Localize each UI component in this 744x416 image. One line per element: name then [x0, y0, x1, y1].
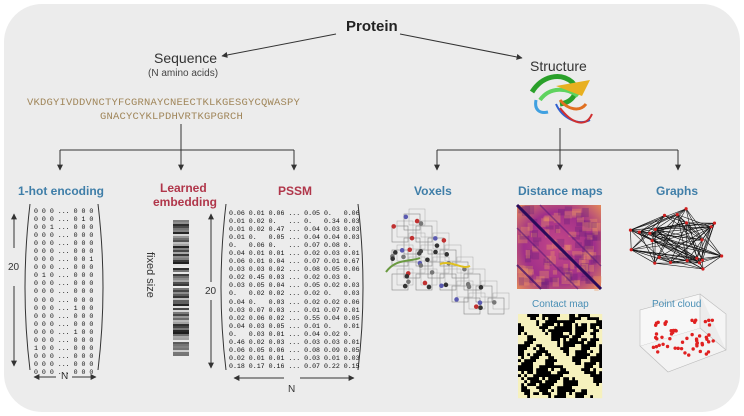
pssm-cols-dim: N — [288, 384, 296, 395]
pssm-row: 0. 0.06 0. ... 0.07 0.08 0. — [229, 242, 352, 250]
learned-label-line2: embedding — [153, 195, 218, 209]
pssm-row: 0.03 0.03 0.02 ... 0.08 0.05 0.06 — [229, 266, 360, 274]
onehot-row: 0 0 0 ... 0 0 0 — [34, 360, 94, 368]
pssm-rows-dim: 20 — [205, 286, 217, 297]
pssm-row: 0.03 0.07 0.03 ... 0.01 0.07 0.01 — [229, 306, 360, 314]
structure-label: Structure — [530, 58, 587, 74]
onehot-row: 0 0 0 ... 0 0 0 — [34, 320, 94, 328]
point-cloud-label: Point cloud — [652, 299, 702, 310]
distance-maps-label: Distance maps — [518, 184, 603, 198]
pssm-brackets — [220, 203, 364, 371]
voxel-grid-image — [385, 208, 510, 315]
onehot-label: 1-hot encoding — [18, 184, 104, 198]
pssm-row: 0.01 0.02 0. ... 0. 0.34 0.03 — [229, 218, 360, 226]
sequence-line-2: GNACYCYKLPDHVRTKGPGRCH — [100, 111, 244, 123]
pssm-row: 0.18 0.17 0.16 ... 0.07 0.22 0.15 — [229, 362, 360, 370]
onehot-row: 0 0 1 ... 0 0 0 — [34, 224, 94, 232]
fixed-size-label: fixed size — [144, 252, 156, 298]
pssm-row: 0.04 0. 0.03 ... 0.02 0.02 0.06 — [229, 298, 360, 306]
sequence-label: Sequence — [154, 50, 218, 66]
pssm-row: 0.06 0.05 0.06 ... 0.08 0.09 0.05 — [229, 346, 360, 354]
onehot-row: 0 1 0 ... 0 0 0 — [34, 272, 94, 280]
pssm-row: 0.04 0.01 0.01 ... 0.02 0.03 0.01 — [229, 250, 360, 258]
onehot-brackets — [24, 203, 104, 371]
pssm-label: PSSM — [278, 184, 313, 198]
pssm-row: 0.06 0.01 0.06 ... 0.05 0. 0.06 — [229, 210, 360, 217]
voxels-label: Voxels — [414, 184, 452, 198]
structure-tree — [434, 128, 681, 171]
onehot-row: 0 0 0 ... 0 0 0 — [34, 296, 94, 304]
sequence-sublabel: (N amino acids) — [148, 68, 219, 79]
onehot-row: 1 0 0 ... 0 0 0 — [34, 344, 94, 352]
onehot-row: 0 0 0 ... 0 0 0 — [34, 264, 94, 272]
arrow-to-structure — [399, 33, 523, 60]
point-cloud-image — [639, 293, 727, 373]
onehot-row: 0 0 0 ... 0 0 0 — [34, 208, 94, 215]
onehot-row: 0 0 0 ... 0 0 0 — [34, 232, 94, 240]
distance-map-image — [515, 203, 603, 292]
sequence-line-1: VKDGYIVDDVNCTYFCGRNAYCNEECTKLKGESGYCQWAS… — [27, 97, 301, 109]
pssm-dim-arrows — [208, 213, 355, 381]
pssm-row: 0.02 0.06 0.02 ... 0.55 0.04 0.05 — [229, 314, 360, 322]
pssm-row: 0.02 0.45 0.03 ... 0.02 0.03 0. — [229, 274, 352, 282]
pssm-row: 0.02 0.01 0.01 ... 0.03 0.01 0.03 — [229, 354, 360, 362]
onehot-row: 0 0 0 ... 0 0 0 — [34, 280, 94, 288]
pssm-row: 0.01 0.02 0.47 ... 0.04 0.03 0.03 — [229, 226, 360, 234]
onehot-rows-dim: 20 — [8, 262, 20, 273]
graph-image — [628, 207, 724, 271]
onehot-row: 0 0 0 ... 0 0 0 — [34, 352, 94, 360]
onehot-row: 0 0 0 ... 0 0 0 — [34, 248, 94, 256]
background-panel — [4, 4, 740, 412]
onehot-row: 0 0 0 ... 1 0 0 — [34, 304, 94, 312]
onehot-row: 0 0 0 ... 0 0 0 — [34, 240, 94, 248]
onehot-row: 0 0 0 ... 0 0 0 — [34, 336, 94, 344]
pssm-row: 0.01 0. 0.05 ... 0.04 0.04 0.03 — [229, 234, 360, 242]
learned-label-line1: Learned — [160, 181, 207, 195]
pssm-row: 0. 0.02 0.02 ... 0.02 0. 0.03 — [229, 290, 360, 298]
onehot-cols-dim: N — [61, 371, 69, 382]
onehot-row: 0 0 0 ... 0 1 0 — [34, 216, 94, 224]
onehot-row: 0 0 0 ... 0 0 0 — [34, 368, 94, 376]
onehot-row: 0 0 0 ... 0 0 0 — [34, 288, 94, 296]
pssm-row: 0. 0.03 0.01 ... 0.04 0.02 0. — [229, 330, 352, 338]
onehot-row: 0 0 0 ... 0 0 0 — [34, 312, 94, 320]
arrow-to-sequence — [221, 33, 337, 58]
pssm-row: 0.04 0.03 0.05 ... 0.01 0. 0.01 — [229, 322, 360, 330]
protein-ribbon-image — [529, 74, 593, 124]
pssm-row: 0.06 0.01 0.04 ... 0.07 0.01 0.67 — [229, 258, 360, 266]
embedding-barcode — [173, 220, 189, 356]
pssm-row: 0.03 0.05 0.04 ... 0.05 0.02 0.03 — [229, 282, 360, 290]
contact-map-image — [518, 314, 603, 399]
pssm-row: 0.46 0.02 0.03 ... 0.03 0.03 0.01 — [229, 338, 360, 346]
onehot-row: 0 0 0 ... 1 0 0 — [34, 328, 94, 336]
protein-title: Protein — [346, 18, 398, 35]
graphs-label: Graphs — [656, 184, 699, 198]
sequence-tree — [57, 124, 297, 171]
contact-map-label: Contact map — [532, 299, 589, 310]
onehot-dim-arrows — [11, 213, 97, 380]
onehot-row: 0 0 0 ... 0 0 1 — [34, 256, 94, 264]
